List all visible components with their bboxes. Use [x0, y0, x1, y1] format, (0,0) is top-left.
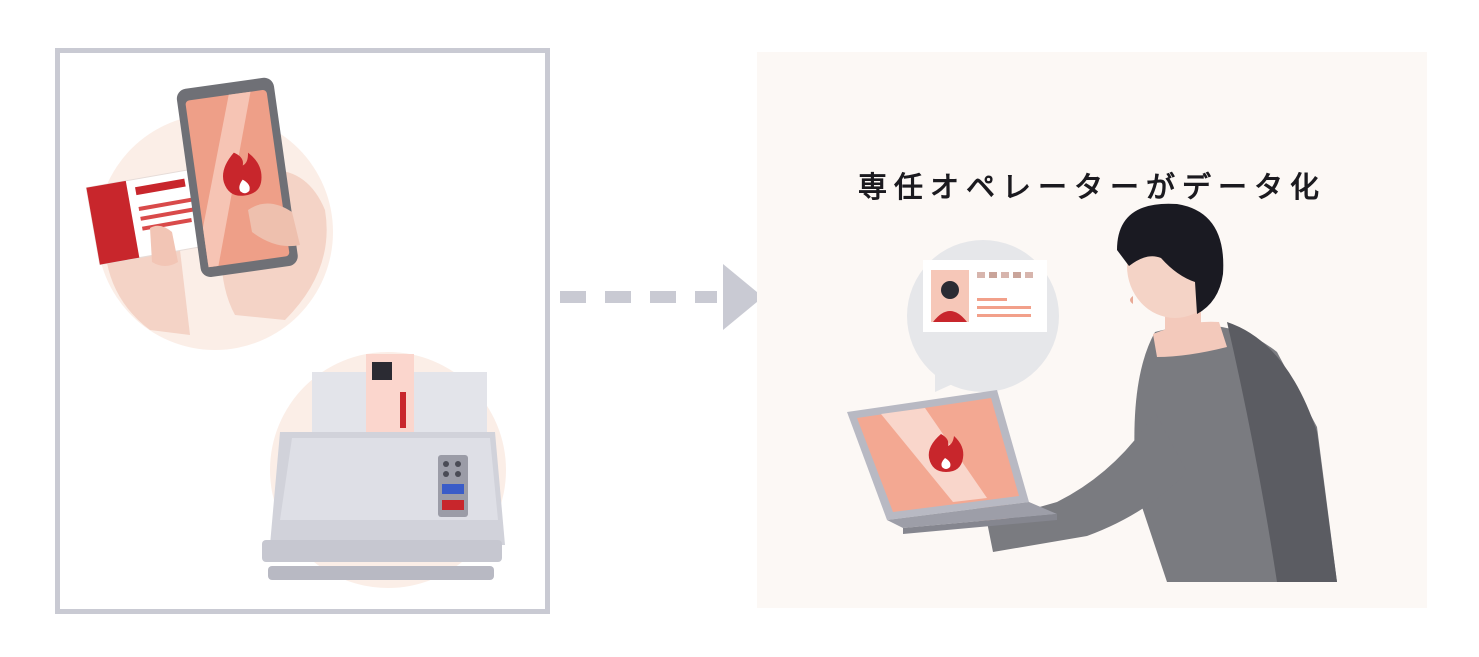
smartphone-scan-icon	[85, 77, 333, 350]
arrow-right-icon	[560, 264, 763, 330]
laptop-icon	[847, 390, 1057, 534]
speech-bubble-icon	[907, 240, 1059, 392]
operator-illustration	[847, 203, 1337, 582]
headline: 専任オペレーターがデータ化	[857, 170, 1326, 204]
input-methods-frame	[55, 48, 550, 614]
input-methods-illustration	[85, 77, 506, 588]
scanner-icon	[262, 352, 506, 588]
business-card-icon	[85, 166, 217, 266]
